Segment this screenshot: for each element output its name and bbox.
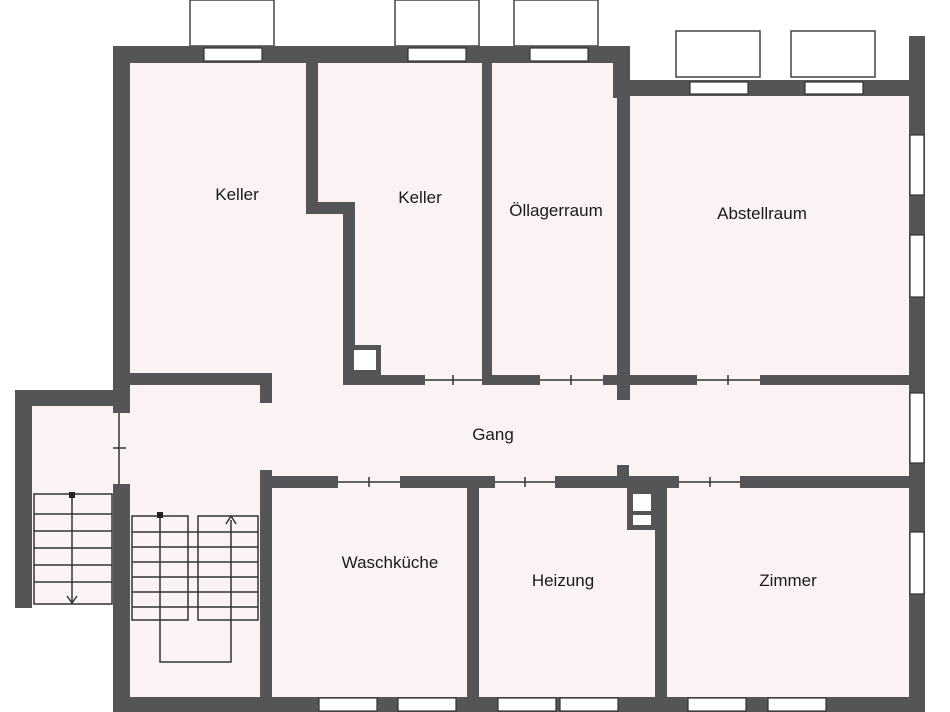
stair-start-marker [69, 492, 75, 498]
wall [113, 46, 130, 413]
wall [740, 476, 915, 488]
stair-arrow-head [225, 514, 237, 525]
light-well-4 [675, 30, 761, 78]
shaft-chimney-1 [633, 494, 651, 511]
room-label-heizung: Heizung [532, 571, 594, 590]
light-well-5 [790, 30, 876, 78]
windows [203, 47, 925, 712]
window [559, 697, 619, 712]
window [318, 697, 378, 712]
wall [15, 390, 130, 406]
stair-flight-right [197, 515, 259, 621]
window [804, 81, 864, 95]
window [909, 531, 925, 595]
wall [343, 375, 425, 385]
floor-entry [24, 400, 124, 605]
window [909, 234, 925, 298]
room-label-keller-2: Keller [398, 188, 442, 207]
window [407, 47, 467, 62]
interior-stairs [131, 514, 259, 663]
entry-stairs [33, 493, 113, 605]
light-well-1 [189, 0, 275, 47]
window [687, 697, 747, 712]
window [203, 47, 263, 62]
wall [306, 202, 354, 214]
window [909, 134, 925, 196]
stair-path [159, 516, 232, 663]
window [909, 392, 925, 464]
room-label-zimmer: Zimmer [759, 571, 817, 590]
wall [15, 390, 32, 608]
wall [617, 375, 697, 385]
wall [122, 373, 272, 385]
stair-start-marker [157, 512, 163, 518]
room-label-abstellraum: Abstellraum [717, 204, 807, 223]
room-labels: Keller Keller Öllagerraum Abstellraum Ga… [215, 185, 817, 590]
floor-areas [24, 55, 919, 712]
stair-arrow-head [66, 595, 78, 605]
wall [306, 55, 318, 210]
door-marks [113, 375, 760, 487]
wall [467, 476, 479, 712]
wall [760, 375, 915, 385]
window [529, 47, 589, 62]
window [397, 697, 457, 712]
wall [260, 476, 338, 488]
light-well-2 [394, 0, 480, 47]
room-label-gang: Gang [472, 425, 514, 444]
wall [343, 202, 355, 384]
wall [555, 476, 625, 488]
room-label-oellagerraum: Öllagerraum [509, 201, 603, 220]
room-label-waschkueche: Waschküche [342, 553, 439, 572]
light-well-3 [513, 0, 599, 47]
room-label-keller-1: Keller [215, 185, 259, 204]
wall [655, 476, 667, 712]
floor-east [624, 88, 919, 712]
shaft-keller-inner [354, 350, 376, 370]
shafts [349, 345, 651, 525]
wall [482, 375, 540, 385]
wall [613, 80, 925, 96]
wall [260, 373, 272, 403]
wall [113, 484, 130, 712]
wall [482, 55, 492, 385]
shaft-chimney-2 [633, 515, 651, 525]
window [767, 697, 827, 712]
wall [260, 470, 272, 712]
wall [603, 375, 630, 385]
window [497, 697, 557, 712]
window [689, 81, 749, 95]
wall [400, 476, 495, 488]
wall [617, 88, 630, 400]
